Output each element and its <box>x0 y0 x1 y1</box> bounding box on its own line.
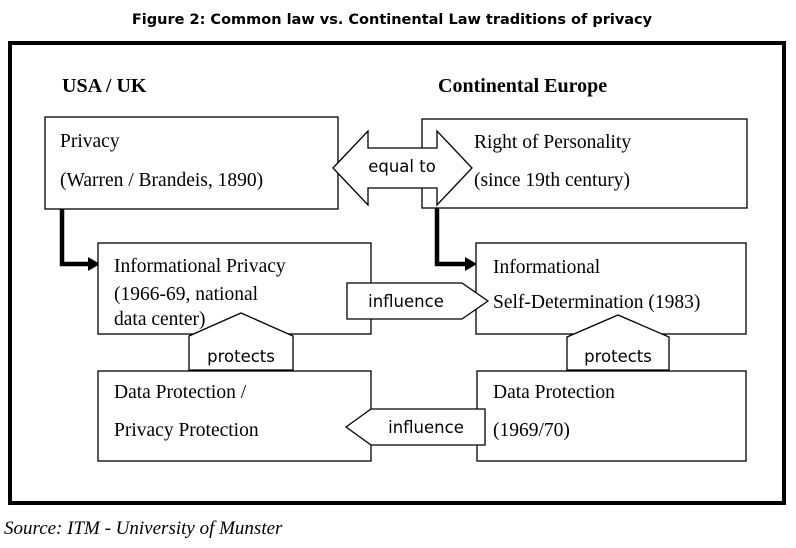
protects-left-label: protects <box>207 347 275 366</box>
influence-arrow-right: influence <box>346 282 490 320</box>
influence-top-label: influence <box>368 292 444 311</box>
left-heading: USA / UK <box>62 75 147 97</box>
personality-box-line1: Right of Personality <box>474 132 631 153</box>
right-derivation-arrow <box>434 206 477 271</box>
data-protection-right-line1: Data Protection <box>493 382 615 403</box>
influence-arrow-left: influence <box>344 408 486 446</box>
informational-privacy-box: Informational Privacy (1966-69, national… <box>97 242 372 335</box>
personality-box-line2: (since 19th century) <box>474 170 630 191</box>
outer-frame <box>8 41 786 505</box>
data-protection-right-box: Data Protection (1969/70) <box>476 370 747 462</box>
personality-box: Right of Personality (since 19th century… <box>421 118 748 209</box>
protects-right-label: protects <box>584 347 652 366</box>
privacy-box: Privacy (Warren / Brandeis, 1890) <box>44 116 339 210</box>
source-caption: Source: ITM - University of Munster <box>4 518 283 539</box>
left-derivation-arrow <box>59 206 100 271</box>
equal-to-double-arrow: equal to <box>332 129 473 207</box>
informational-privacy-line3: data center) <box>114 309 205 330</box>
privacy-box-line1: Privacy <box>60 131 120 152</box>
data-protection-right-line2: (1969/70) <box>493 420 570 441</box>
informational-privacy-line1: Informational Privacy <box>114 256 286 277</box>
data-protection-left-line2: Privacy Protection <box>114 420 259 441</box>
equal-to-label: equal to <box>368 157 436 176</box>
data-protection-left-box: Data Protection / Privacy Protection <box>97 370 372 462</box>
protects-left-shape: protects <box>188 312 294 371</box>
figure-title: Figure 2: Common law vs. Continental Law… <box>132 12 653 28</box>
influence-bottom-label: influence <box>388 418 464 437</box>
privacy-box-line2: (Warren / Brandeis, 1890) <box>60 170 263 191</box>
protects-right-shape: protects <box>566 314 670 371</box>
self-determination-line2: Self-Determination (1983) <box>493 292 700 313</box>
self-determination-line1: Informational <box>493 257 601 278</box>
right-heading: Continental Europe <box>438 75 607 97</box>
data-protection-left-line1: Data Protection / <box>114 382 247 403</box>
informational-privacy-line2: (1966-69, national <box>114 284 259 305</box>
